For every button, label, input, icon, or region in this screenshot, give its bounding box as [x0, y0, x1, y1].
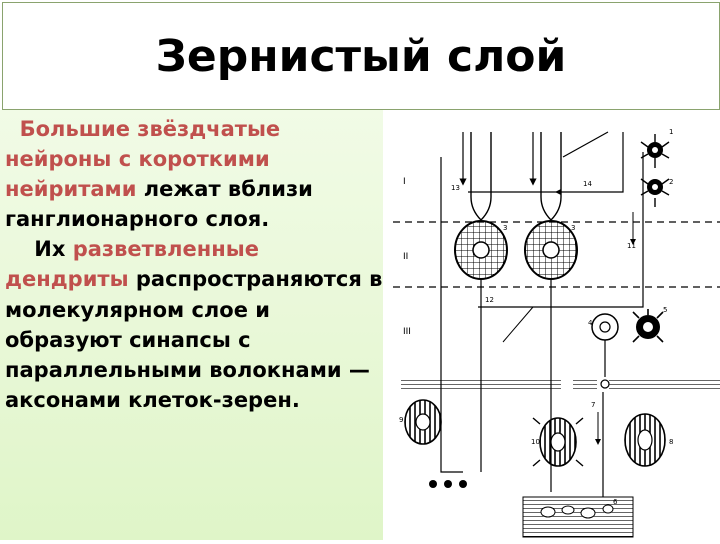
layer-label-2: II [403, 252, 408, 262]
stellate-cell-1 [640, 134, 670, 168]
num-label-2: 2 [669, 178, 673, 186]
purkinje-1-dendrite [470, 132, 492, 221]
num-label-1: 1 [669, 128, 673, 136]
golgi-cell-dark [632, 309, 664, 343]
num-label-10: 10 [531, 438, 540, 446]
diagram-svg: I II III [393, 128, 720, 538]
terminal-dot-2 [444, 480, 452, 488]
num-label-14: 14 [583, 180, 592, 188]
body-text: Большие звёздчатые нейроны с короткими н… [5, 114, 383, 415]
layer-label-3: III [403, 327, 411, 337]
paragraph-2-highlight: разветвленные дендриты [5, 237, 259, 292]
cerebellum-neuron-diagram: I II III [383, 112, 720, 540]
num-label-3b: 3 [571, 224, 575, 232]
glomerulus-block [522, 496, 634, 538]
paragraph-1-highlight: Большие звёздчатые нейроны с короткими н… [5, 117, 281, 202]
num-label-13: 13 [451, 184, 460, 192]
axon-left [440, 157, 463, 473]
granule-cell-center [532, 417, 584, 467]
purkinje-2-dendrite [540, 132, 562, 221]
num-label-3a: 3 [503, 224, 507, 232]
num-label-4: 4 [588, 319, 593, 327]
num-label-7: 7 [591, 401, 595, 409]
paragraph-2-rest: распространяются в молекулярном слое и о… [5, 267, 383, 412]
num-label-6: 6 [613, 498, 618, 506]
stellate-cell-2 [640, 178, 670, 207]
slide-title: Зернистый слой [155, 30, 567, 82]
terminal-dot-1 [429, 480, 437, 488]
text-panel [0, 110, 383, 540]
granule-cell-left [404, 399, 442, 445]
golgi-cell-open [591, 313, 619, 377]
paragraph-2-lead: Их [34, 237, 73, 262]
parallel-fiber [468, 132, 624, 193]
terminal-dot-3 [459, 480, 467, 488]
num-label-11: 11 [627, 242, 636, 250]
granule-cell-right [624, 413, 666, 467]
num-label-8: 8 [669, 438, 673, 446]
num-label-5: 5 [663, 306, 667, 314]
paragraph-2-indent [5, 237, 34, 261]
num-label-12: 12 [485, 296, 494, 304]
title-box: Зернистый слой [2, 2, 720, 110]
num-label-9: 9 [399, 416, 403, 424]
layer-label-1: I [403, 177, 406, 187]
white-matter-band [401, 377, 720, 389]
paragraph-1-rest: лежат вблизи ганглионарного слоя. [5, 177, 313, 232]
paragraph-1-indent [5, 117, 20, 141]
